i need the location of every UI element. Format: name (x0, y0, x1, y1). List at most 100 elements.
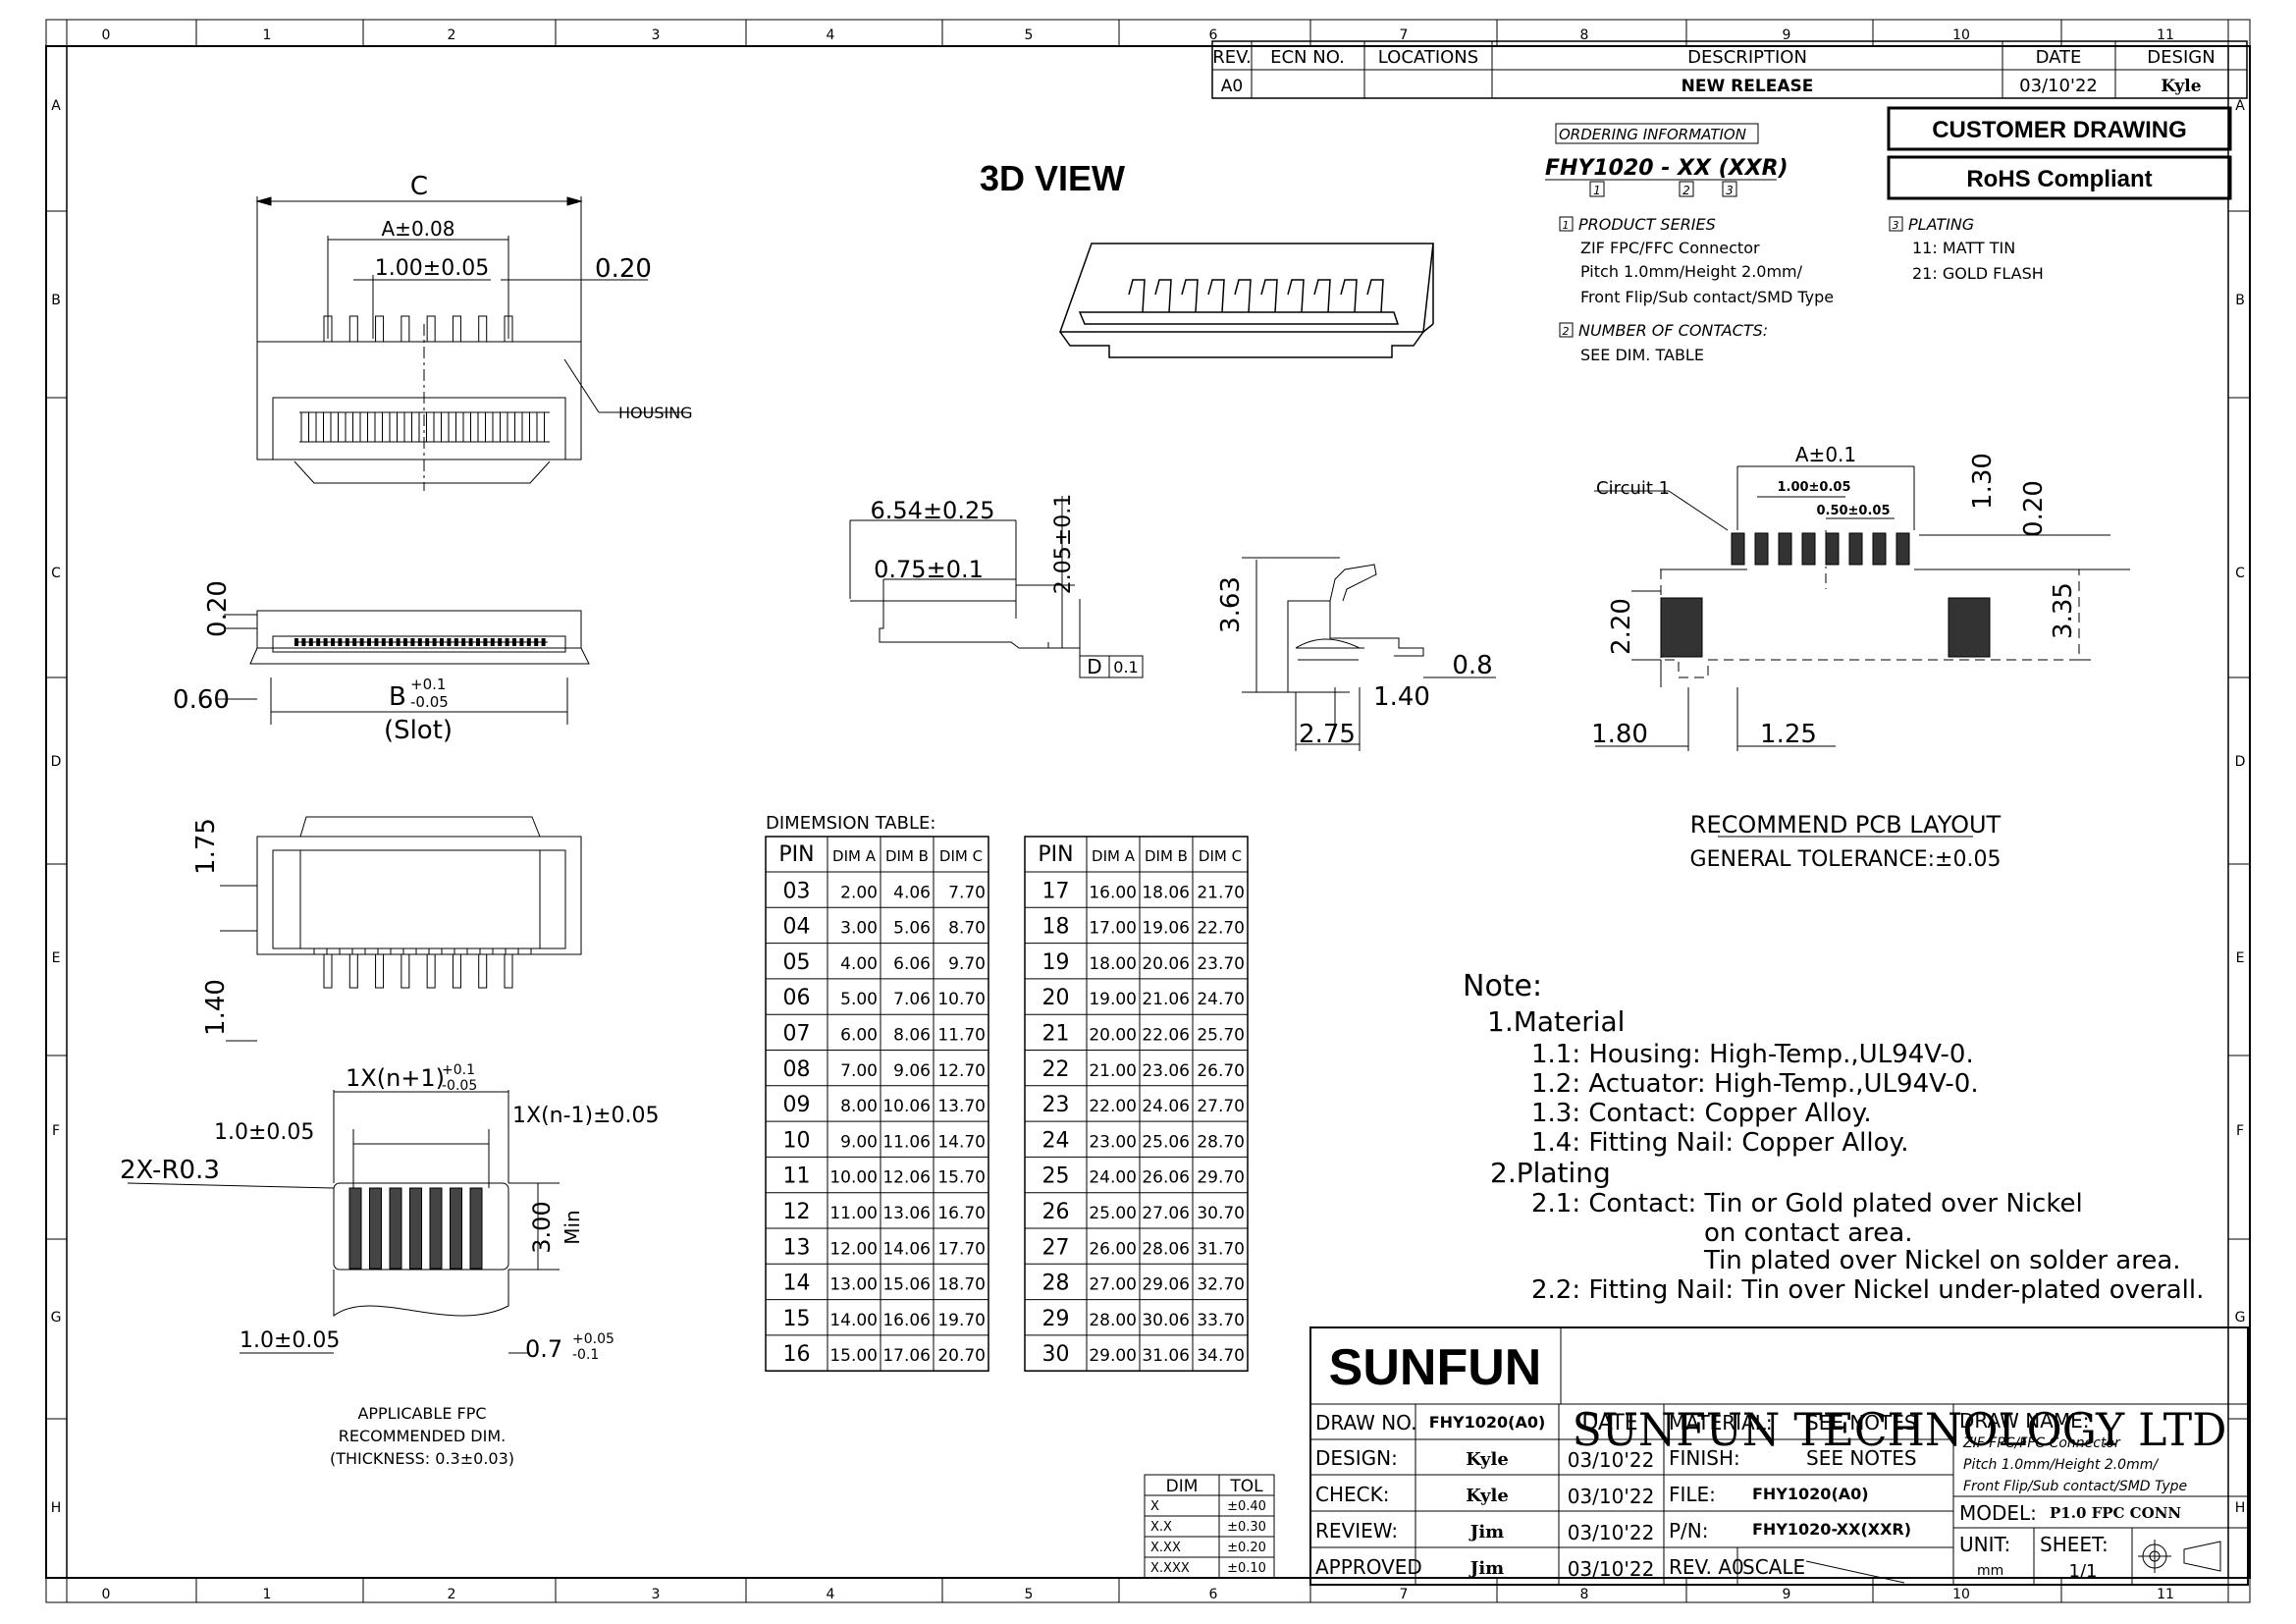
dim-table-cell: 06 (783, 986, 811, 1010)
svg-text:SHEET:: SHEET: (2040, 1533, 2109, 1556)
dim-table-cell: 12.00 (829, 1239, 878, 1259)
dim-table-cell: 10.00 (829, 1168, 878, 1188)
iso-contact (1287, 279, 1305, 313)
row-label-left: C (51, 566, 61, 581)
front-contact (301, 638, 306, 646)
pcb-signal-pad (1754, 532, 1769, 566)
fpc-drawing (127, 1090, 560, 1354)
svg-text:ZIF FPC/FFC Connector: ZIF FPC/FFC Connector (1580, 239, 1760, 257)
dim-side-hgt: 2.05±0.1 (1051, 494, 1076, 594)
product-series-title: PRODUCT SERIES (1578, 215, 1716, 234)
dim-table-cell: 12.70 (937, 1061, 986, 1081)
housing-label: HOUSING (618, 404, 693, 422)
front-contact (417, 638, 422, 646)
row-label-left: B (51, 293, 61, 308)
front-contact (308, 638, 313, 646)
dim-table-cell: 4.00 (840, 954, 878, 974)
svg-text:Pitch 1.0mm/Height 2.0mm/: Pitch 1.0mm/Height 2.0mm/ (1580, 262, 1803, 281)
fpc-contact (450, 1187, 462, 1270)
tol-cell: X.XXX (1150, 1561, 1190, 1576)
col-label-bottom: 0 (102, 1587, 111, 1602)
dim-table-cell: 24.06 (1142, 1097, 1190, 1116)
front-contact (505, 638, 509, 646)
col-label-bottom: 9 (1783, 1587, 1791, 1602)
svg-text:REVIEW:: REVIEW: (1315, 1519, 1398, 1543)
bottom-pin (478, 953, 488, 989)
front-contact (316, 638, 321, 646)
svg-text:3: 3 (1726, 184, 1734, 197)
col-label-top: 0 (102, 27, 111, 43)
svg-text:2.Plating: 2.Plating (1490, 1157, 1611, 1189)
svg-text:1: 1 (1563, 219, 1570, 232)
dim-table-cell: 14.00 (829, 1311, 878, 1330)
tol-cell: X.XX (1150, 1541, 1181, 1555)
svg-text:DESIGN:: DESIGN: (1315, 1446, 1398, 1470)
dim-table-cell: 23 (1042, 1093, 1070, 1117)
iso-contact (1260, 279, 1278, 313)
row-label-left: A (51, 98, 61, 114)
dim-table-cell: 24 (1042, 1128, 1070, 1153)
dim-table-cell: 27.70 (1197, 1097, 1245, 1116)
pcb-nail-pad-left (1660, 597, 1703, 658)
dim-table-cell: 6.00 (840, 1026, 878, 1046)
col-label-bottom: 5 (1025, 1587, 1034, 1602)
date-value: 03/10'22 (2019, 76, 2098, 96)
svg-text:Kyle: Kyle (1466, 1486, 1509, 1506)
svg-text:CUSTOMER DRAWING: CUSTOMER DRAWING (1932, 117, 2187, 143)
pcb-dim-335: 3.35 (2049, 582, 2078, 639)
dim-table-header: DIM C (1199, 847, 1242, 865)
dim-fpc-radius: 2X-R0.3 (120, 1156, 220, 1185)
row-label-left: G (51, 1310, 62, 1326)
svg-text:03/10'22: 03/10'22 (1568, 1521, 1655, 1544)
dim-table-title: DIMEMSION TABLE: (766, 813, 935, 834)
front-contact (367, 638, 371, 646)
dim-table-cell: 03 (783, 879, 811, 903)
row-label-right: C (2235, 566, 2245, 581)
dim-table-header: PIN (778, 842, 814, 867)
pcb-nail-pad-right (1948, 597, 1991, 658)
dim-table-cell: 18.00 (1089, 954, 1137, 974)
svg-text:MATERIAL:: MATERIAL: (1669, 1411, 1773, 1435)
svg-text:REV. A0: REV. A0 (1669, 1555, 1744, 1579)
col-label-bottom: 10 (1952, 1587, 1970, 1602)
flatness-value: 0.1 (1113, 658, 1138, 677)
dim-table-cell: 7.06 (893, 990, 931, 1009)
ecn-header: ECN NO. (1270, 47, 1345, 68)
dim-table-cell: 14 (783, 1272, 811, 1296)
dim-table-cell: 19 (1042, 950, 1070, 975)
company-logo: SUNFUN (1329, 1339, 1542, 1396)
dim-table-cell: 30.70 (1197, 1204, 1245, 1223)
plating-title: PLATING (1908, 215, 1974, 234)
dim-table-cell: 7.00 (840, 1061, 878, 1081)
dim-table-cell: 29.06 (1142, 1275, 1190, 1295)
front-contact (490, 638, 495, 646)
dim-table-cell: 25.00 (1089, 1204, 1137, 1223)
dim-table-cell: 9.06 (893, 1061, 931, 1081)
rohs-box: RoHS Compliant (1887, 155, 2232, 200)
front-contact (294, 638, 298, 646)
tol-cell: ±0.10 (1227, 1561, 1266, 1576)
col-label-bottom: 11 (2157, 1587, 2174, 1602)
title-block (1309, 1326, 2249, 1586)
col-label-top: 4 (827, 27, 835, 43)
dim-table-cell: 29.00 (1089, 1346, 1137, 1366)
col-label-top: 5 (1025, 27, 1034, 43)
dim-table-cell: 18.70 (937, 1275, 986, 1295)
tol-header: DIM (1166, 1477, 1199, 1496)
row-label-left: F (52, 1123, 60, 1139)
fpc-contact (409, 1187, 422, 1270)
dim-table-cell: 27.06 (1142, 1204, 1190, 1223)
rev-value: A0 (1221, 77, 1243, 96)
row-label-right: F (2236, 1123, 2244, 1139)
iso-contact (1181, 279, 1199, 313)
dim-table-cell: 11.06 (882, 1132, 931, 1152)
top-pin (323, 315, 333, 343)
dim-table-cell: 18 (1042, 915, 1070, 940)
col-label-bottom: 6 (1209, 1587, 1218, 1602)
front-contact (432, 638, 437, 646)
dim-table-cell: 28.00 (1089, 1311, 1137, 1330)
fpc-contact (348, 1187, 362, 1270)
part-number: FHY1020-XX(XXR) (1752, 1520, 1911, 1539)
iso-contact (1340, 279, 1358, 313)
dim-table-cell: 25 (1042, 1164, 1070, 1189)
